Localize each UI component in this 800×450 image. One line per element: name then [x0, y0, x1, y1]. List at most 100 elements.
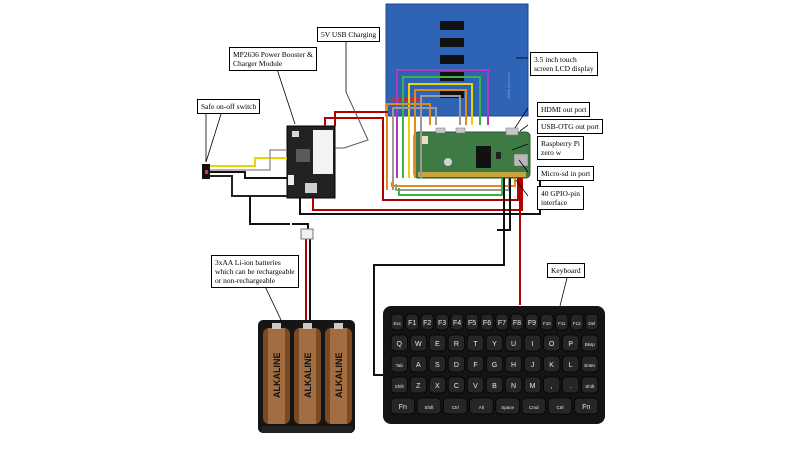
key-label: Fn — [582, 404, 590, 411]
key — [465, 313, 479, 331]
key-label: Q — [397, 341, 403, 348]
key-label: M — [530, 383, 536, 390]
key-label: U — [511, 341, 516, 348]
key-label: X — [435, 383, 440, 390]
key — [409, 334, 427, 352]
lcd-display: 3.5 inch RPi Display — [385, 3, 529, 117]
key-label: F12 — [573, 321, 581, 326]
key — [581, 376, 599, 394]
label-batteries: 3xAA Li-ion batteries which can be recha… — [211, 255, 299, 288]
key — [390, 355, 408, 373]
key — [547, 397, 573, 415]
raspberry-pi-board — [413, 127, 531, 179]
key — [542, 334, 561, 352]
key-label: F8 — [513, 320, 521, 327]
label-usb-otg-port: USB-OTG out port — [537, 119, 603, 134]
key — [585, 313, 599, 331]
key — [542, 355, 561, 373]
key — [495, 397, 520, 415]
key — [466, 355, 485, 373]
key — [581, 355, 599, 373]
key — [390, 334, 408, 352]
key-label: Del — [588, 321, 595, 326]
key-label: F9 — [528, 320, 536, 327]
key — [428, 376, 447, 394]
key-label: R — [454, 341, 459, 348]
key — [485, 376, 504, 394]
key — [504, 376, 523, 394]
key — [428, 355, 447, 373]
key — [390, 397, 416, 415]
key-label: F7 — [498, 320, 506, 327]
key — [495, 313, 509, 331]
key — [485, 334, 504, 352]
key — [466, 376, 485, 394]
key-label: S — [435, 362, 440, 369]
key — [480, 313, 494, 331]
key — [466, 334, 485, 352]
key — [523, 334, 542, 352]
key-label: F2 — [423, 320, 431, 327]
key — [450, 313, 464, 331]
key-label: Fn — [399, 404, 407, 411]
key — [521, 397, 547, 415]
key-label: Esc — [393, 321, 401, 326]
key-label: W — [415, 341, 422, 348]
wires — [210, 69, 541, 376]
key-label: T — [473, 341, 478, 348]
key-label: D — [454, 362, 459, 369]
key — [447, 355, 466, 373]
key-label: K — [549, 362, 554, 369]
key-label: F — [473, 362, 477, 369]
key-label: Z — [416, 383, 421, 390]
key-label: Alt — [479, 405, 485, 410]
key-label: A — [416, 362, 421, 369]
key — [428, 334, 447, 352]
key-label: Space — [501, 405, 514, 410]
key — [405, 313, 419, 331]
key-label: N — [511, 383, 516, 390]
key — [420, 313, 434, 331]
key-label: G — [492, 362, 497, 369]
key-label: P — [568, 341, 573, 348]
battery-holder: ALKALINE ALKALINE ALKALINE — [258, 320, 355, 433]
label-gpio-interface: 40 GPIO-pin interface — [537, 186, 584, 210]
key — [562, 334, 580, 352]
svg-text:3.5 inch RPi Display: 3.5 inch RPi Display — [507, 72, 511, 99]
battery-3-brand: ALKALINE — [334, 353, 344, 399]
battery-1-brand: ALKALINE — [272, 353, 282, 399]
key — [562, 376, 580, 394]
key-label: F6 — [483, 320, 491, 327]
key — [510, 313, 524, 331]
label-raspberry-pi: Raspberry Pi zero w — [537, 136, 584, 160]
key — [570, 313, 584, 331]
key-label: F1 — [408, 320, 416, 327]
key-label: Bksp — [585, 342, 596, 347]
key — [485, 355, 504, 373]
key-label: F5 — [468, 320, 476, 327]
label-microsd-port: Micro-sd in port — [537, 166, 595, 181]
leader-lines — [205, 38, 569, 323]
key — [504, 355, 523, 373]
key-label: O — [549, 341, 555, 348]
key — [525, 313, 539, 331]
label-keyboard: Keyboard — [547, 263, 585, 278]
power-booster-module — [286, 125, 336, 199]
label-lcd-display: 3.5 inch touch screen LCD display — [530, 52, 598, 76]
key-label: , — [551, 383, 553, 390]
key — [573, 397, 599, 415]
key-label: V — [473, 383, 478, 390]
key-label: E — [435, 341, 440, 348]
key — [581, 334, 599, 352]
key-label: J — [531, 362, 535, 369]
key-label: . — [570, 383, 572, 390]
key — [447, 376, 466, 394]
key — [442, 397, 468, 415]
key-label: Cmd — [529, 405, 539, 410]
key-label: Tab — [396, 363, 404, 368]
key-label: I — [532, 341, 534, 348]
key-label: H — [511, 362, 516, 369]
key — [523, 355, 542, 373]
key-label: Ctrl — [452, 405, 459, 410]
